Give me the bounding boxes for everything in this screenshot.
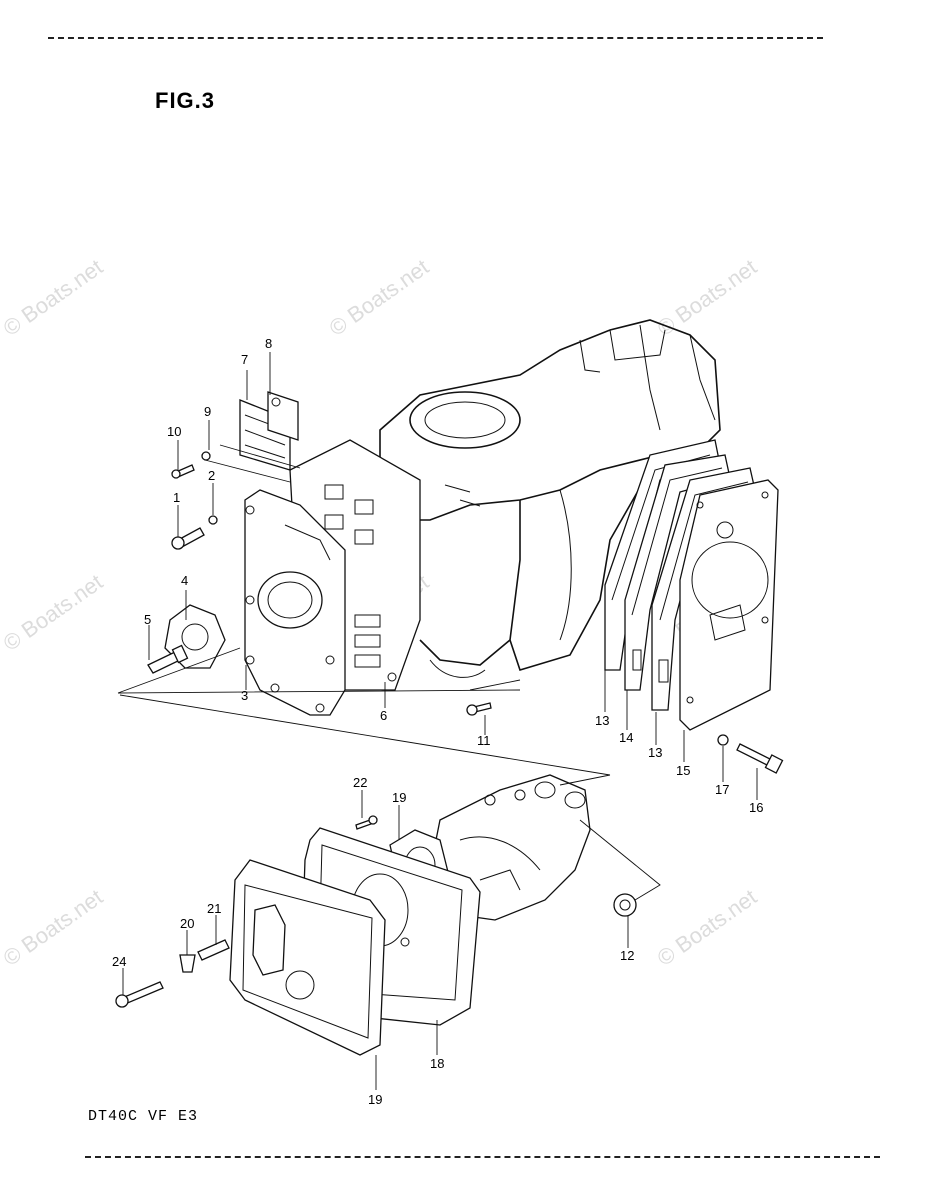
part-label-5: 5 <box>144 612 151 627</box>
leader-lines <box>122 352 758 1090</box>
cylinder-block <box>379 319 721 678</box>
cover-gasket-14 <box>624 454 731 691</box>
part-label-15: 15 <box>676 763 690 778</box>
part-label-20: 19 <box>392 790 406 805</box>
reed-stopper-gasket <box>239 391 299 471</box>
part-label-22: 21 <box>207 901 221 916</box>
part-label-23: 22 <box>353 775 367 790</box>
part-label-8: 8 <box>265 336 272 351</box>
assembly-guide-line <box>204 444 301 483</box>
part-label-14: 14 <box>619 730 633 745</box>
part-label-21: 20 <box>180 916 194 931</box>
part-label-17: 17 <box>715 782 729 797</box>
part-label-9: 9 <box>204 404 211 419</box>
assembly-guide-line <box>559 774 661 901</box>
part-label-6: 6 <box>380 708 387 723</box>
part-label-7: 7 <box>241 352 248 367</box>
bolts-lower <box>115 815 637 1008</box>
assembly-guide-line <box>119 694 611 776</box>
part-label-13: 13 <box>595 713 609 728</box>
part-label-13: 13 <box>648 745 662 760</box>
bolt-16 <box>736 743 784 774</box>
part-label-24: 24 <box>112 954 126 969</box>
part-label-3: 3 <box>241 688 248 703</box>
part-label-12: 12 <box>620 948 634 963</box>
washer-17 <box>717 734 729 746</box>
part-label-1: 1 <box>173 490 180 505</box>
part-label-10: 10 <box>167 424 181 439</box>
top-rule <box>48 37 823 39</box>
assembly-guide-line <box>117 647 521 694</box>
screw-11 <box>466 702 492 716</box>
exhaust-cover-15 <box>679 479 779 731</box>
part-label-19: 19 <box>368 1092 382 1107</box>
part-label-4: 4 <box>181 573 188 588</box>
outer-cover-19 <box>229 859 386 1056</box>
bottom-rule <box>85 1156 880 1158</box>
model-code: DT40C VF E3 <box>88 1108 199 1125</box>
part-label-18: 18 <box>430 1056 444 1071</box>
intake-manifold <box>244 489 346 716</box>
bolts-left <box>147 451 218 674</box>
figure-title: FIG.3 <box>155 88 216 113</box>
part-labels: 7 8 9 10 2 1 4 5 3 6 11 13 14 13 15 17 1… <box>112 336 763 1107</box>
part-label-11: 11 <box>477 733 491 748</box>
part-label-16: 16 <box>749 800 763 815</box>
part-label-2: 2 <box>208 468 215 483</box>
